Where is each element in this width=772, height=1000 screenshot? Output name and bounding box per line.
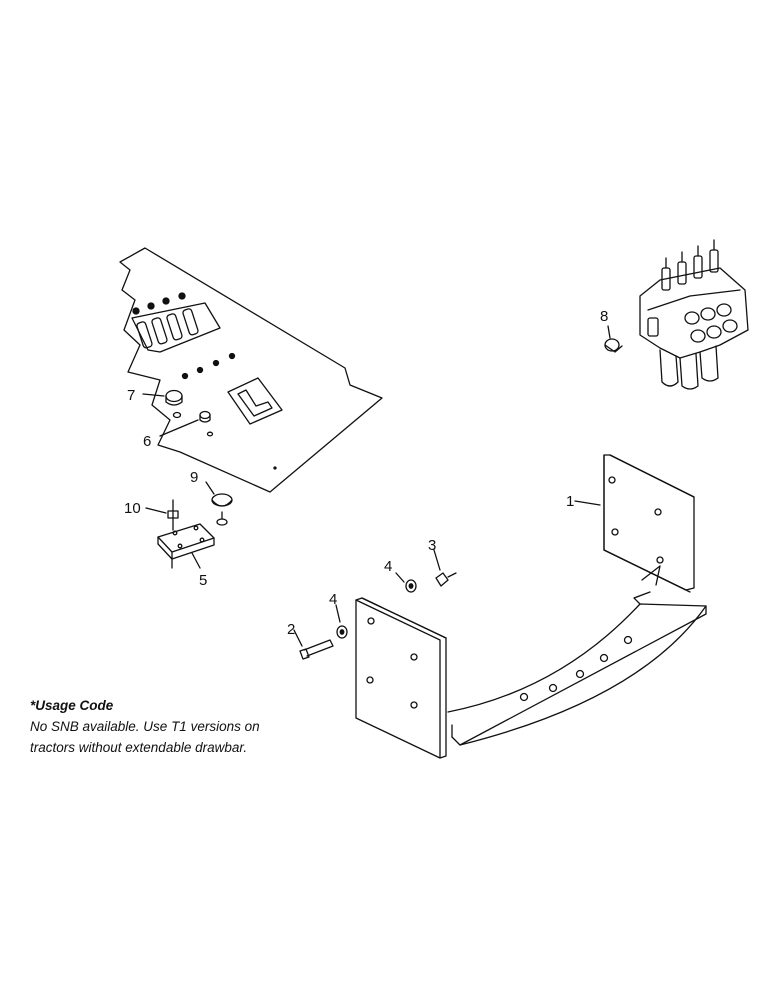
callout-4-lower: 4	[329, 591, 337, 608]
callout-labels: 1 2 3 4 4 5 6 7 8 9 10	[124, 308, 608, 638]
callout-3: 3	[428, 537, 436, 554]
part-9-cap	[205, 481, 233, 526]
usage-code-note: *Usage Code No SNB available. Use T1 ver…	[30, 695, 330, 758]
callout-2: 2	[287, 621, 295, 638]
part-4-washer-upper	[395, 572, 417, 593]
part-10-stud	[145, 499, 179, 531]
console-panel	[119, 247, 383, 493]
control-valve	[604, 239, 749, 390]
usage-code-line-2: tractors without extendable drawbar.	[30, 740, 248, 755]
callout-1: 1	[566, 493, 574, 510]
part-7-plug	[142, 389, 183, 419]
l-gate	[227, 377, 283, 425]
panel-holes	[181, 352, 236, 380]
part-2-bolt	[293, 629, 334, 660]
callout-7: 7	[127, 387, 135, 404]
part-3-nut	[433, 549, 457, 587]
part-5-plate	[157, 523, 215, 569]
usage-code-line-1: No SNB available. Use T1 versions on	[30, 719, 260, 734]
usage-code-title: *Usage Code	[30, 698, 114, 713]
callout-10: 10	[124, 500, 141, 517]
part-6-plug	[159, 410, 214, 437]
lever-knobs	[132, 292, 186, 315]
part-4-washer-lower	[335, 604, 348, 639]
callout-5: 5	[199, 572, 207, 589]
callout-4-upper: 4	[384, 558, 392, 575]
part-1-bracket	[355, 454, 707, 759]
callout-9: 9	[190, 469, 198, 486]
callout-8: 8	[600, 308, 608, 325]
lever-slot-group	[131, 302, 221, 353]
callout-6: 6	[143, 433, 151, 450]
